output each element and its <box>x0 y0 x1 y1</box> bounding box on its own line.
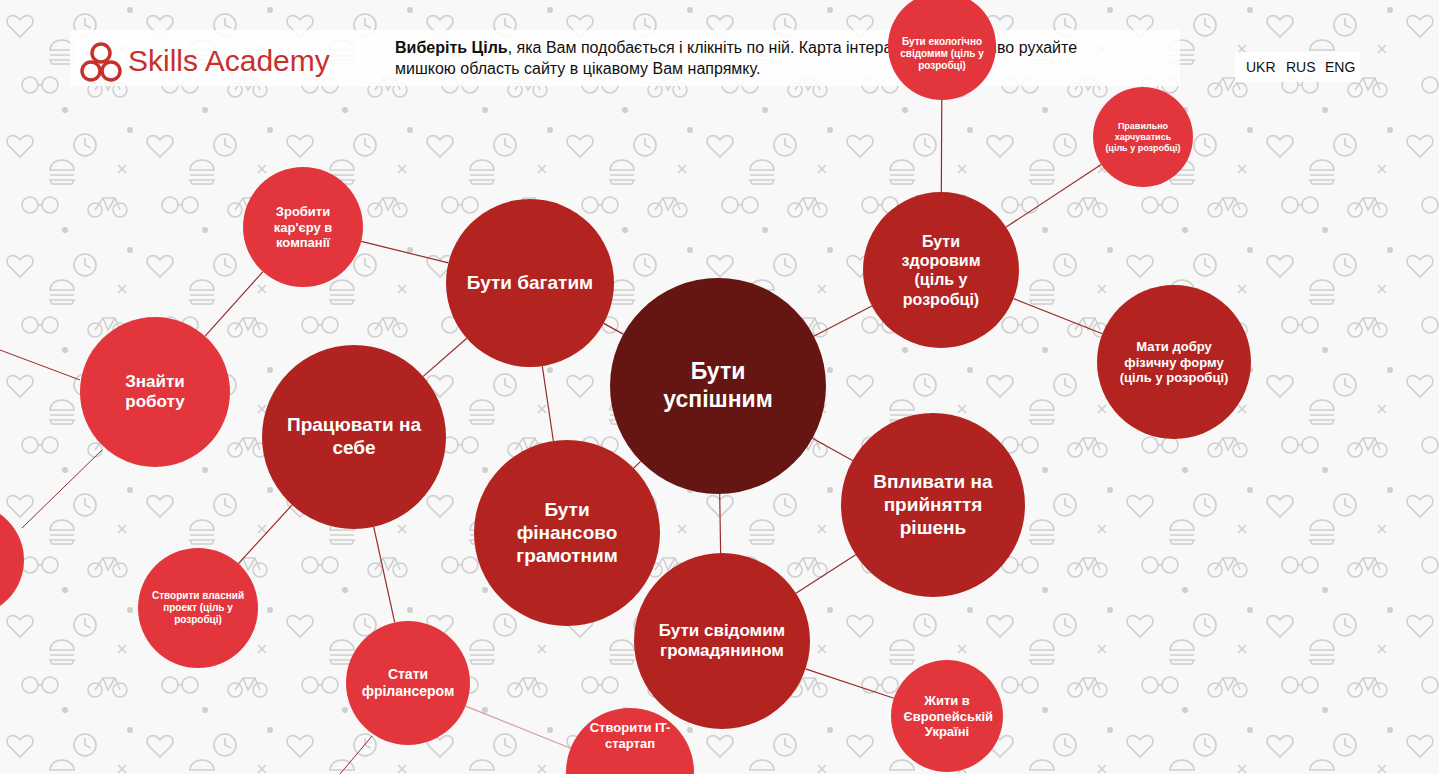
goal-circle: Працювати на себе <box>262 345 446 529</box>
circle-fill <box>566 708 694 774</box>
connector-line <box>466 706 571 748</box>
connector-line <box>805 669 893 698</box>
goal-label: Правильно харчуватись (ціль у розробці) <box>1104 121 1182 153</box>
connector-line <box>374 527 395 623</box>
circle-shape <box>863 192 1019 348</box>
circle-fill <box>841 413 1025 597</box>
language-link: UKR <box>1246 59 1276 75</box>
circle-fill <box>610 278 826 494</box>
circle-fill <box>80 317 230 467</box>
goal-label: Бути багатим <box>467 272 593 295</box>
connector-line <box>719 494 721 553</box>
connector-line <box>205 272 263 337</box>
connector-line <box>1014 299 1103 334</box>
connector-line <box>542 366 553 441</box>
circle-fill <box>446 199 614 367</box>
circle-fill <box>138 548 258 668</box>
circle-fill <box>1093 87 1193 187</box>
connector-line <box>634 461 641 468</box>
goal-label: Працювати на себе <box>283 414 426 460</box>
intro-bold: Виберіть Ціль <box>395 39 508 56</box>
goal-circle: Бути успішним <box>610 278 826 494</box>
circle-fill <box>863 192 1019 348</box>
goal-label: Створити IT-стартап <box>581 720 680 751</box>
goal-circle: Створити IT-стартап <box>566 708 694 774</box>
link-line <box>340 736 372 774</box>
goal-circle: Бути екологічно свідомим (ціль у розробц… <box>888 0 996 100</box>
goal-circle: Правильно харчуватись (ціль у розробці) <box>1093 87 1193 187</box>
connector-line <box>1006 164 1101 227</box>
connector-line <box>941 100 943 192</box>
connector-line <box>814 306 872 336</box>
goal-label: Мати добру фізичну форму (ціль у розробц… <box>1115 339 1234 386</box>
circle-fill <box>243 167 363 287</box>
goal-label: Бути фінансово грамотним <box>495 499 639 567</box>
goal-label: Бути успішним <box>635 358 802 413</box>
goal-circle: Впливати на прийняття рішень <box>841 413 1025 597</box>
link-line <box>0 350 80 380</box>
goal-label: Знайти роботу <box>97 372 213 413</box>
intro-text: Виберіть Ціль, яка Вам подобається і клі… <box>395 38 1135 80</box>
circle-fill <box>346 621 470 745</box>
goal-circle: Жити в Європейській Україні <box>891 660 1003 772</box>
goal-circle: Мати добру фізичну форму (ціль у розробц… <box>1097 285 1251 439</box>
circle-fill <box>1097 285 1251 439</box>
goal-label: Впливати на прийняття рішень <box>862 471 1005 539</box>
goal-circle: Створити власний проект (ціль у розробці… <box>138 548 258 668</box>
goal-circle: Бути здоровим (ціль у розробці) <box>863 192 1019 348</box>
goal-circle: Бути багатим <box>446 199 614 367</box>
goal-circle: Стати фрілансером <box>346 621 470 745</box>
language-link: RUS <box>1286 59 1316 75</box>
connector-line <box>361 241 448 263</box>
goal-label: Стати фрілансером <box>360 666 456 700</box>
goal-label: Зробити кар'єру в компанії <box>257 204 350 251</box>
goal-label: Жити в Європейській Україні <box>904 693 991 740</box>
connector-line <box>796 555 856 593</box>
connector-line <box>812 438 852 460</box>
goal-label: Створити власний проект (ціль у розробці… <box>152 590 245 626</box>
goal-circle: Бути фінансово грамотним <box>474 440 660 626</box>
circle-fill <box>262 345 446 529</box>
link-line <box>22 450 102 528</box>
goal-label: Бути свідомим громадянином <box>654 621 790 662</box>
logo-text: Skills Academy <box>128 44 330 78</box>
connector-line <box>604 323 624 334</box>
circle-fill <box>891 660 1003 772</box>
circle-fill <box>634 553 810 729</box>
goal-circle: Зробити кар'єру в компанії <box>243 167 363 287</box>
circle-fill <box>888 0 996 100</box>
goal-label: Бути екологічно свідомим (ціль у розробц… <box>900 36 984 72</box>
offscreen-circle <box>0 504 24 616</box>
logo-icon <box>82 44 120 80</box>
goal-circle: Бути свідомим громадянином <box>634 553 810 729</box>
connector-line <box>423 338 467 376</box>
goal-label: Бути здоровим (ціль у розробці) <box>881 232 1002 309</box>
goal-circle: Знайти роботу <box>80 317 230 467</box>
circle-fill <box>474 440 660 626</box>
language-link: ENG <box>1325 59 1355 75</box>
connector-line <box>238 505 292 564</box>
